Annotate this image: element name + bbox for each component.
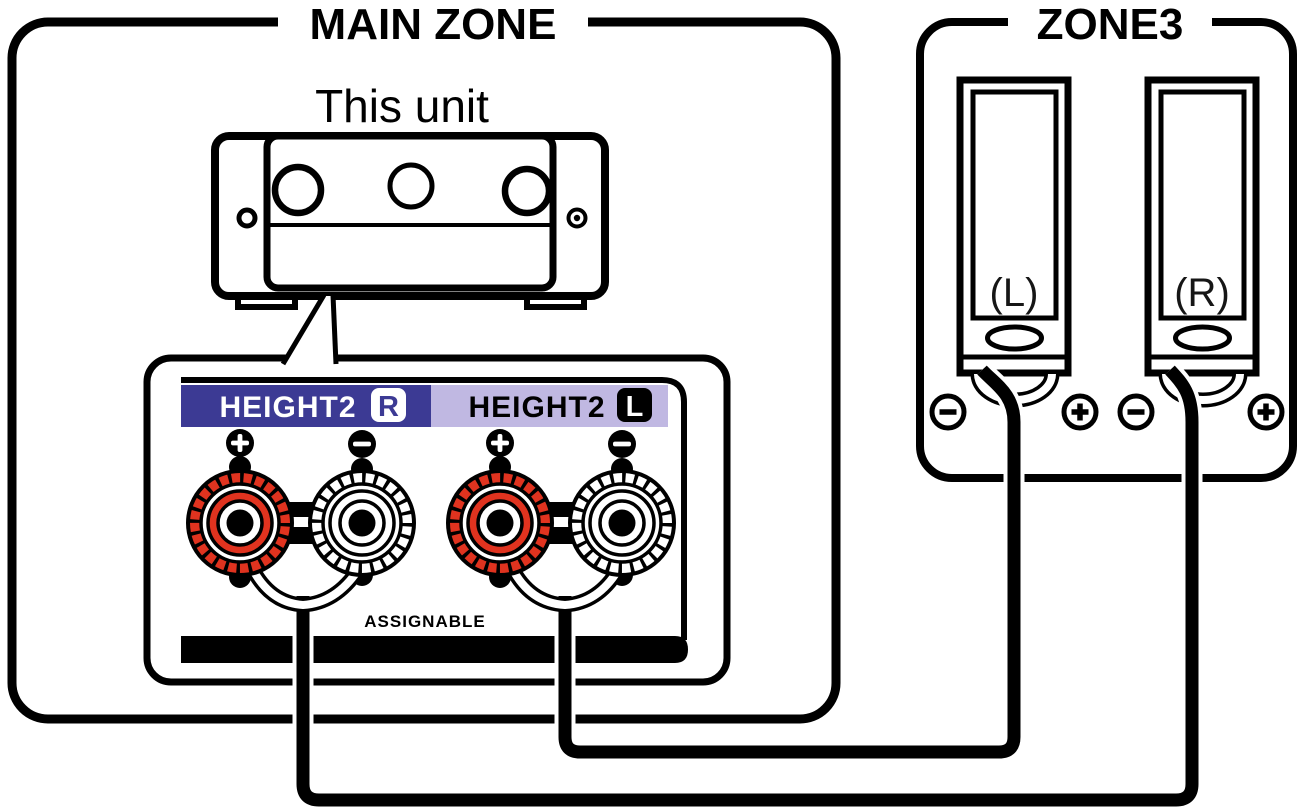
binding-post-red-plus (446, 469, 554, 577)
polarity-badges (226, 429, 636, 458)
speaker-right-label: (R) (1174, 271, 1230, 315)
terminal-label-bar: HEIGHT2 R HEIGHT2 L (181, 385, 668, 427)
speaker-port-icon (985, 324, 1044, 352)
receiver-front-panel (263, 132, 557, 292)
main-zone-title: MAIN ZONE (310, 0, 557, 49)
plus-terminal-icon (1061, 393, 1099, 431)
receiver-knob-right (501, 165, 553, 217)
panel-inner-frame (181, 377, 687, 640)
binding-post-white-minus (568, 469, 676, 577)
assignable-label: ASSIGNABLE (364, 612, 485, 631)
cable-right (296, 365, 1199, 807)
binding-post-white-minus (308, 469, 416, 577)
channel-l-badge (617, 388, 652, 422)
main-zone-box: MAIN ZONE (7, 0, 841, 724)
callout-pointer-left-edge (280, 293, 327, 366)
speaker-port-icon (1173, 324, 1232, 352)
receiver-jack-dot (573, 214, 581, 222)
height2-r-label: HEIGHT2 (219, 391, 356, 424)
plus-badge-icon (486, 429, 514, 457)
receiver-knob-center (387, 162, 435, 210)
zone3-box: ZONE3 (916, 0, 1297, 482)
receiver-power-button-icon (236, 207, 258, 229)
minus-badge-icon (608, 430, 636, 458)
this-unit-label: This unit (315, 80, 489, 132)
plus-badge-icon (226, 429, 254, 457)
height2-l-label: HEIGHT2 (468, 391, 605, 424)
plus-terminal-icon (1247, 393, 1285, 431)
panel-bottom-strip (181, 636, 688, 663)
speaker-left-label: (L) (990, 271, 1039, 315)
cable-left (558, 365, 1021, 759)
main-zone-wire-loops (245, 564, 625, 613)
channel-l-badge-letter: L (626, 391, 644, 423)
minus-terminal-icon (929, 393, 967, 431)
callout-pointer-fill (286, 296, 334, 362)
receiver-knob-left (271, 163, 325, 217)
receiver-unit: This unit (211, 80, 609, 310)
channel-r-badge-letter: R (378, 391, 399, 423)
zone3-title: ZONE3 (1037, 0, 1184, 49)
speaker-cables (292, 362, 1203, 811)
binding-post-red-plus (186, 469, 294, 577)
channel-r-badge (371, 388, 406, 422)
minus-badge-icon (348, 430, 376, 458)
zone3-speaker-right: (R) (1144, 76, 1260, 377)
minus-terminal-icon (1117, 393, 1155, 431)
callout-pointer-right-edge (330, 294, 339, 365)
zone3-speaker-left: (L) (956, 76, 1072, 377)
zone3-polarity-icons (929, 393, 1285, 431)
